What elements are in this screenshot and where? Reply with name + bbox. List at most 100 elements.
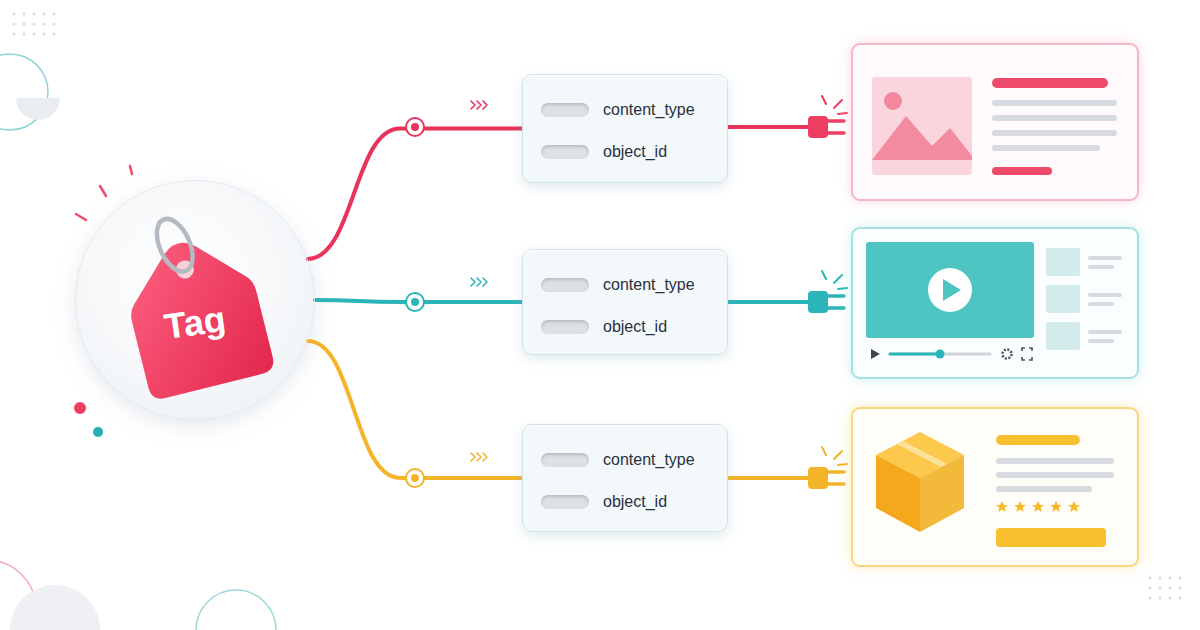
dot: [1159, 597, 1162, 600]
spark: [834, 451, 842, 459]
relation-box: content_typeobject_id: [522, 249, 728, 355]
star: [1068, 501, 1080, 512]
field-name: content_type: [603, 450, 695, 470]
spark: [834, 100, 842, 108]
relation-box: content_type object_id: [522, 424, 728, 532]
dot: [1169, 577, 1172, 580]
wire: [728, 476, 810, 480]
star: [1032, 501, 1044, 512]
text-line: [992, 100, 1117, 106]
dot: [1179, 597, 1182, 600]
dot: [12, 22, 15, 25]
decor-half-circle: [10, 585, 100, 630]
decor-arc: [196, 590, 276, 630]
text-bar: [992, 167, 1052, 175]
dot: [22, 12, 25, 15]
plug-prong: [828, 470, 844, 474]
thumb: [1046, 285, 1080, 313]
field-name: object_id: [603, 317, 667, 337]
text-line: [1088, 339, 1114, 343]
text-line: [1088, 265, 1114, 269]
junction-ring: [406, 469, 424, 487]
dot: [42, 22, 45, 25]
box-left: [876, 455, 920, 532]
dot: [52, 32, 55, 35]
plug-body: [808, 291, 828, 313]
text-line: [992, 130, 1117, 136]
text-bar: [996, 435, 1080, 445]
text-line: [992, 145, 1100, 151]
dot: [22, 32, 25, 35]
dot: [32, 12, 35, 15]
box-tape: [897, 441, 947, 467]
sparkle: [100, 186, 106, 196]
wire: [728, 300, 810, 304]
rating-stars: [996, 501, 1080, 512]
dot-grid: [12, 12, 55, 35]
star: [1050, 501, 1062, 512]
text-line: [1088, 302, 1114, 306]
text-line: [992, 115, 1117, 121]
tag-circle-fill: [75, 180, 315, 420]
chevron: [471, 101, 487, 109]
wire: [728, 125, 810, 129]
dot: [1169, 587, 1172, 590]
dot: [1169, 597, 1172, 600]
plug-wire-yellow: [728, 447, 847, 489]
spark: [822, 447, 826, 455]
flow-chevrons: [471, 101, 487, 461]
decor-half-circle: [16, 98, 60, 120]
text-line: [1088, 330, 1122, 334]
field-name: content_type: [603, 100, 695, 120]
text-line: [1088, 256, 1122, 260]
dot: [52, 12, 55, 15]
fullscreen-icon: [1022, 348, 1032, 360]
progress-fill: [890, 353, 940, 356]
junction-dot: [411, 298, 419, 306]
settings-icon: [1003, 350, 1012, 359]
dot: [42, 12, 45, 15]
image-mountains: [872, 116, 972, 160]
progress-knob: [936, 350, 945, 359]
control-play: [871, 349, 880, 359]
junction-ring: [406, 293, 424, 311]
spark: [838, 113, 847, 114]
dot: [52, 22, 55, 25]
spark: [822, 271, 826, 279]
plug-body: [808, 116, 828, 138]
video-screen: [866, 242, 1034, 338]
product-card: [852, 408, 1138, 566]
dot: [1149, 587, 1152, 590]
junction-dot: [411, 474, 419, 482]
text-bar: [992, 78, 1108, 88]
tag-ring: [150, 214, 200, 277]
card-frame: [852, 408, 1138, 566]
button-bar: [996, 528, 1106, 547]
plug-body: [808, 467, 828, 489]
spark-lines: [822, 271, 847, 289]
text-line: [996, 458, 1114, 464]
decor-dot: [93, 427, 103, 437]
dot: [22, 22, 25, 25]
relation-box: content_type object_id: [522, 74, 728, 183]
image-placeholder: [872, 77, 972, 175]
dot: [1179, 587, 1182, 590]
text-line: [996, 486, 1092, 492]
dot: [1149, 597, 1152, 600]
field-name: object_id: [603, 492, 667, 512]
field-name: object_id: [603, 142, 667, 162]
junction-ring: [406, 118, 424, 136]
text-line: [1088, 293, 1122, 297]
plug-prong: [828, 119, 844, 123]
dot: [1179, 577, 1182, 580]
dot: [12, 12, 15, 15]
spark: [822, 96, 826, 104]
dot: [1159, 587, 1162, 590]
plug-wire-red: [728, 96, 847, 138]
junction-dot: [411, 123, 419, 131]
play-button: [928, 268, 972, 312]
dot: [32, 22, 35, 25]
spark-lines: [822, 96, 847, 114]
image-card: [852, 44, 1138, 200]
